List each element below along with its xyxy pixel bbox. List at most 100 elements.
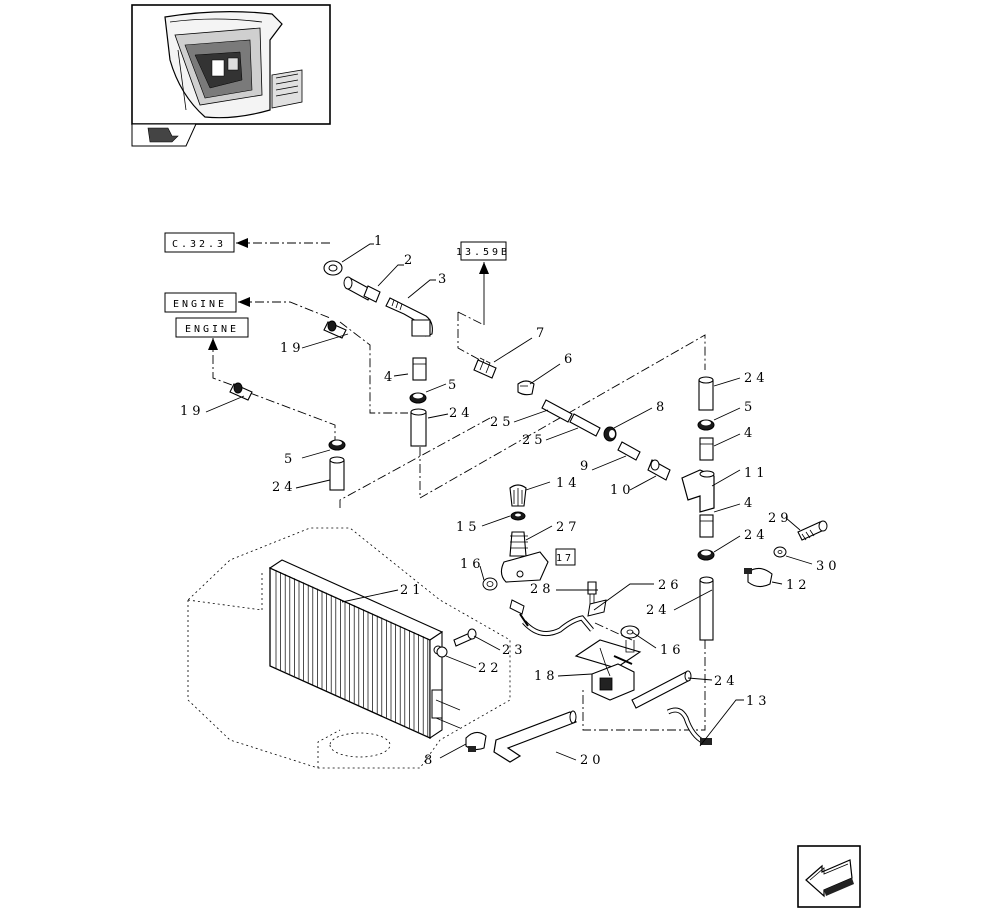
callout-24b: 24: [272, 480, 297, 495]
nipple-9[interactable]: [617, 441, 641, 461]
next-page-arrow-icon[interactable]: [797, 845, 861, 908]
washer-15[interactable]: [510, 511, 526, 521]
hose-25-lower[interactable]: [569, 413, 601, 437]
callout-24d: 24: [744, 528, 769, 543]
svg-text:ENGINE: ENGINE: [173, 299, 227, 310]
valve-27[interactable]: [500, 531, 549, 583]
callout-8a: 8: [656, 400, 668, 415]
nipple-4-right-lower[interactable]: [699, 514, 714, 538]
cable-wire[interactable]: [519, 613, 594, 637]
reference-arrows: [208, 238, 489, 389]
connector-19-bottom[interactable]: [229, 382, 253, 401]
hose-24-right[interactable]: [699, 576, 714, 641]
hose-20[interactable]: [493, 710, 577, 763]
callout-24e: 24: [646, 603, 671, 618]
callout-14: 14: [556, 476, 581, 491]
callout-25a: 25: [490, 415, 515, 430]
screw-23[interactable]: [453, 628, 477, 647]
nipple-4-right-upper[interactable]: [699, 437, 714, 461]
washer-16-left[interactable]: [482, 577, 498, 591]
callout-16a: 16: [460, 557, 485, 572]
clamp-12[interactable]: [744, 567, 773, 588]
engine-outline: [187, 527, 511, 769]
svg-text:17: 17: [556, 553, 574, 564]
hose-24-lower[interactable]: [631, 670, 692, 709]
cab-thumbnail-icon: [131, 4, 331, 125]
ref-box-17[interactable]: 17: [555, 548, 576, 566]
hose-25-upper[interactable]: [541, 399, 573, 423]
hose-24-left[interactable]: [329, 456, 345, 491]
callout-3: 3: [438, 272, 450, 287]
washer-1[interactable]: [323, 260, 343, 276]
callout-18: 18: [534, 669, 559, 684]
callout-22: 22: [478, 661, 503, 676]
callout-12: 12: [786, 578, 811, 593]
callout-11: 11: [744, 466, 769, 481]
book-arrow-icon: [131, 123, 197, 147]
callout-23: 23: [502, 643, 527, 658]
callout-19b: 19: [180, 404, 205, 419]
callout-13: 13: [746, 694, 771, 709]
callout-4a: 4: [384, 370, 396, 385]
svg-text:C.32.3: C.32.3: [172, 239, 226, 250]
callout-25b: 25: [522, 433, 547, 448]
connector-19-top[interactable]: [323, 320, 347, 339]
clamp-6[interactable]: [517, 380, 535, 396]
clamp-5-left[interactable]: [328, 439, 346, 451]
callout-8b: 8: [424, 753, 436, 768]
sleeve-28[interactable]: [509, 599, 525, 615]
nipple-4-top[interactable]: [412, 357, 427, 381]
callout-27: 27: [556, 520, 581, 535]
clamp-5-right[interactable]: [697, 419, 715, 431]
screw-29[interactable]: [797, 520, 828, 541]
callout-2: 2: [404, 253, 416, 268]
fitting-10[interactable]: [647, 459, 671, 481]
callout-28: 28: [530, 582, 555, 597]
ref-box-engine-mid[interactable]: ENGINE: [175, 317, 249, 338]
callout-15: 15: [456, 520, 481, 535]
callout-5b: 5: [284, 452, 296, 467]
callout-labels: 1 2 3 4 5 24 19 19 5 24 7 6 25 25 8 9 10…: [180, 234, 841, 768]
leader-lines: [205, 243, 813, 761]
clamp-5-mid[interactable]: [409, 392, 427, 404]
callout-9: 9: [580, 459, 592, 474]
callout-24f: 24: [714, 674, 739, 689]
callout-5c: 5: [744, 400, 756, 415]
radiator-heater-core[interactable]: [268, 559, 461, 740]
hose-24-top-right[interactable]: [698, 376, 714, 411]
clamp-8-upper[interactable]: [603, 426, 617, 442]
fitting-7[interactable]: [473, 357, 497, 379]
callout-1: 1: [374, 234, 386, 249]
callout-24a: 24: [449, 406, 474, 421]
callout-7: 7: [536, 326, 548, 341]
harness-13[interactable]: [666, 707, 712, 745]
clamp-8-lower[interactable]: [465, 731, 487, 752]
washer-22[interactable]: [436, 646, 448, 658]
clamp-24-right[interactable]: [697, 549, 715, 561]
callout-6: 6: [564, 352, 576, 367]
svg-text:13.59B: 13.59B: [456, 247, 510, 258]
ref-box-engine-top[interactable]: ENGINE: [164, 292, 237, 313]
ref-box-1359b[interactable]: 13.59B: [456, 241, 510, 261]
elbow-3[interactable]: [385, 297, 433, 337]
knob-14[interactable]: [509, 484, 527, 507]
callout-5a: 5: [448, 378, 460, 393]
callout-24c: 24: [744, 371, 769, 386]
washer-16-right[interactable]: [620, 625, 640, 653]
callout-26: 26: [658, 578, 683, 593]
tee-11[interactable]: [681, 469, 715, 513]
ref-box-c323[interactable]: C.32.3: [164, 232, 235, 253]
callout-4b: 4: [744, 426, 756, 441]
callout-4c: 4: [744, 496, 756, 511]
washer-30[interactable]: [773, 546, 787, 558]
fitting-2[interactable]: [343, 276, 381, 303]
callout-10: 10: [610, 483, 635, 498]
callout-21: 21: [400, 583, 425, 598]
callout-29: 29: [768, 511, 793, 526]
svg-text:ENGINE: ENGINE: [185, 324, 239, 335]
valve-bracket-18[interactable]: [574, 639, 642, 701]
hose-24-mid[interactable]: [410, 408, 427, 447]
callout-30: 30: [816, 559, 841, 574]
callout-20: 20: [580, 753, 605, 768]
callout-19a: 19: [280, 341, 305, 356]
